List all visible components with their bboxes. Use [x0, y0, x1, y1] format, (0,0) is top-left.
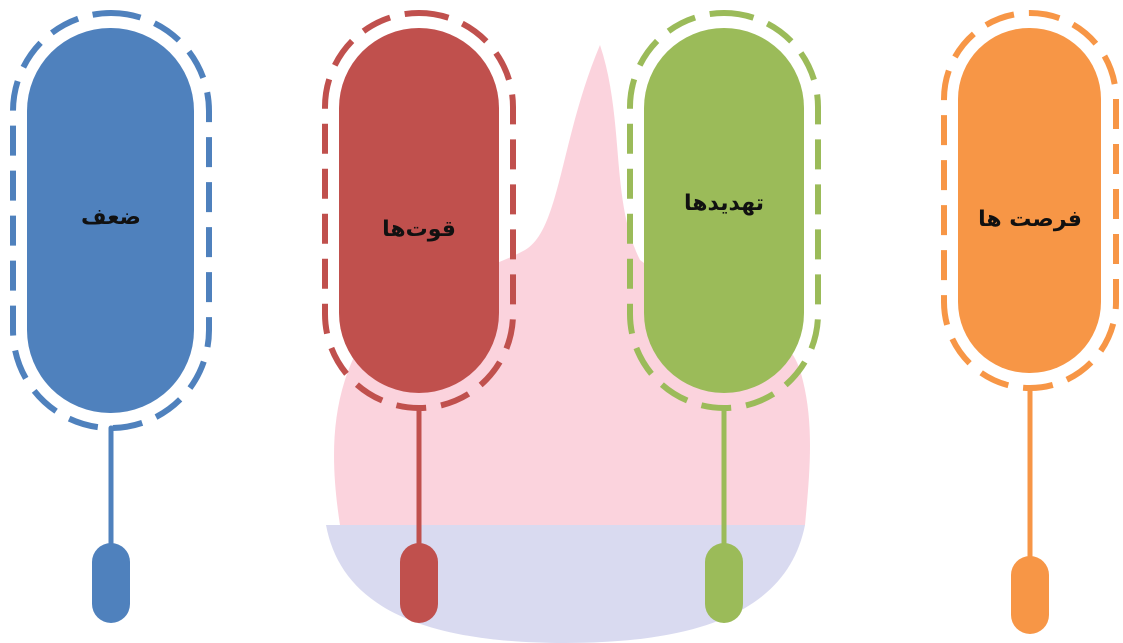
pill-body [339, 28, 499, 393]
pill-handle [400, 543, 438, 623]
pill-label: فرصت ها [978, 207, 1082, 232]
pill-handle [92, 543, 130, 623]
pill-body [958, 28, 1101, 373]
pill-weakness: ضعف [13, 13, 209, 623]
pill-handle [705, 543, 743, 623]
pill-handle [1011, 556, 1049, 634]
pill-opportunities: فرصت ها [944, 13, 1116, 634]
pill-label: تهدیدها [684, 191, 764, 216]
pill-label: ضعف [81, 205, 141, 230]
pill-label: قوت‌ها [382, 217, 456, 242]
